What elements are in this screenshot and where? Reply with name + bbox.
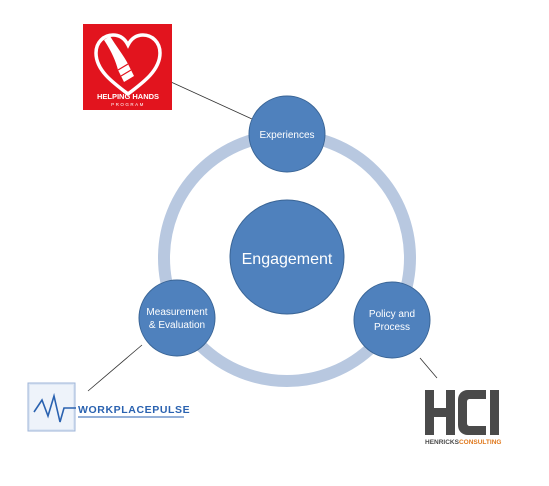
node-policy-label-line1: Policy and [369, 309, 415, 320]
henricks-monogram-c [458, 390, 486, 435]
node-measurement-label-line1: Measurement [146, 307, 207, 318]
connector-line-henricks [419, 357, 438, 379]
svg-text:HENRICKSCONSULTING: HENRICKSCONSULTING [425, 439, 501, 446]
helping-hands-sub: PROGRAM [111, 102, 145, 107]
pulse-waveform-icon [33, 392, 76, 423]
henricks-name-part2: CONSULTING [459, 439, 502, 446]
heart-icon [94, 33, 162, 97]
node-measurement-label-line2: & Evaluation [149, 320, 205, 331]
workplace-pulse-logo: WORKPLACEPULSE [27, 382, 190, 432]
henricks-consulting-logo: HENRICKSCONSULTING [425, 390, 501, 446]
connector-line-workplace-pulse [87, 344, 143, 392]
workplace-pulse-part1: WORKPLACE [78, 404, 152, 416]
workplace-pulse-part2: PULSE [152, 404, 190, 416]
node-experiences[interactable]: Experiences [248, 95, 326, 173]
svg-text:WORKPLACEPULSE: WORKPLACEPULSE [78, 404, 190, 416]
helping-hands-logo: HELPING HANDS PROGRAM [83, 24, 172, 110]
node-measurement[interactable]: Measurement & Evaluation [138, 279, 216, 357]
node-policy-label-line2: Process [374, 322, 410, 333]
center-node-label: Engagement [242, 251, 333, 268]
connector-line-helping-hands [170, 81, 253, 120]
center-node[interactable]: Engagement [229, 199, 345, 315]
hand-icon [104, 36, 134, 82]
henricks-name-part1: HENRICKS [425, 439, 460, 446]
node-policy[interactable]: Policy and Process [353, 281, 431, 359]
node-experiences-label: Experiences [259, 130, 314, 141]
helping-hands-name: HELPING HANDS [97, 92, 159, 101]
